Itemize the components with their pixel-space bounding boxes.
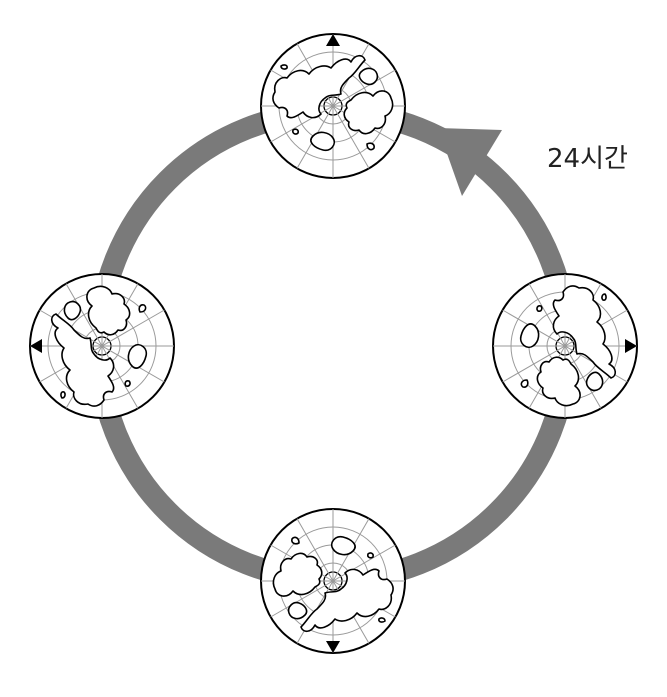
marker-right-icon	[625, 339, 637, 353]
marker-down-icon	[326, 641, 340, 653]
globe-top	[260, 33, 406, 179]
globe-left	[29, 273, 175, 419]
marker-left-icon	[30, 339, 42, 353]
marker-up-icon	[326, 34, 340, 46]
globe-right	[492, 273, 638, 419]
cycle-duration-label: 24시간	[547, 144, 628, 174]
globe-bottom	[260, 508, 406, 654]
